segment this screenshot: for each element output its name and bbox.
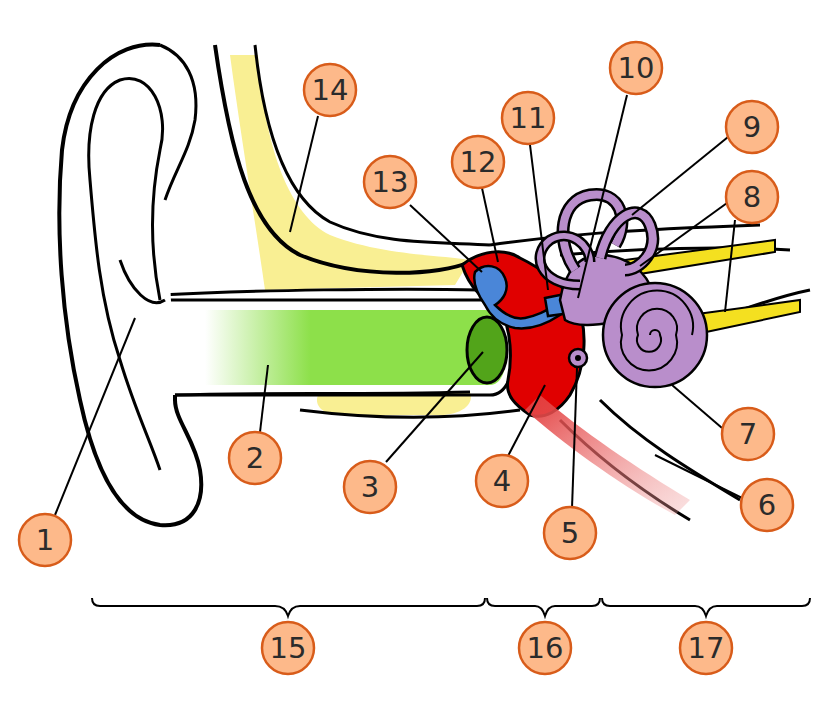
callout-number: 3 [343,460,397,514]
callout-number: 9 [725,100,779,154]
callout-number: 7 [721,407,775,461]
callout-number: 2 [228,431,282,485]
callout-number: 1 [18,513,72,567]
callout-number: 15 [261,621,315,675]
callout-number: 8 [725,170,779,224]
callout-number: 16 [518,621,572,675]
callout-number: 12 [451,135,505,189]
callout-number: 5 [543,506,597,560]
callout-number: 4 [475,454,529,508]
callout-number: 17 [679,621,733,675]
callout-number: 13 [363,155,417,209]
callout-number: 10 [609,41,663,95]
callout-number: 11 [501,91,555,145]
callout-number: 6 [740,478,794,532]
callout-number: 14 [303,63,357,117]
